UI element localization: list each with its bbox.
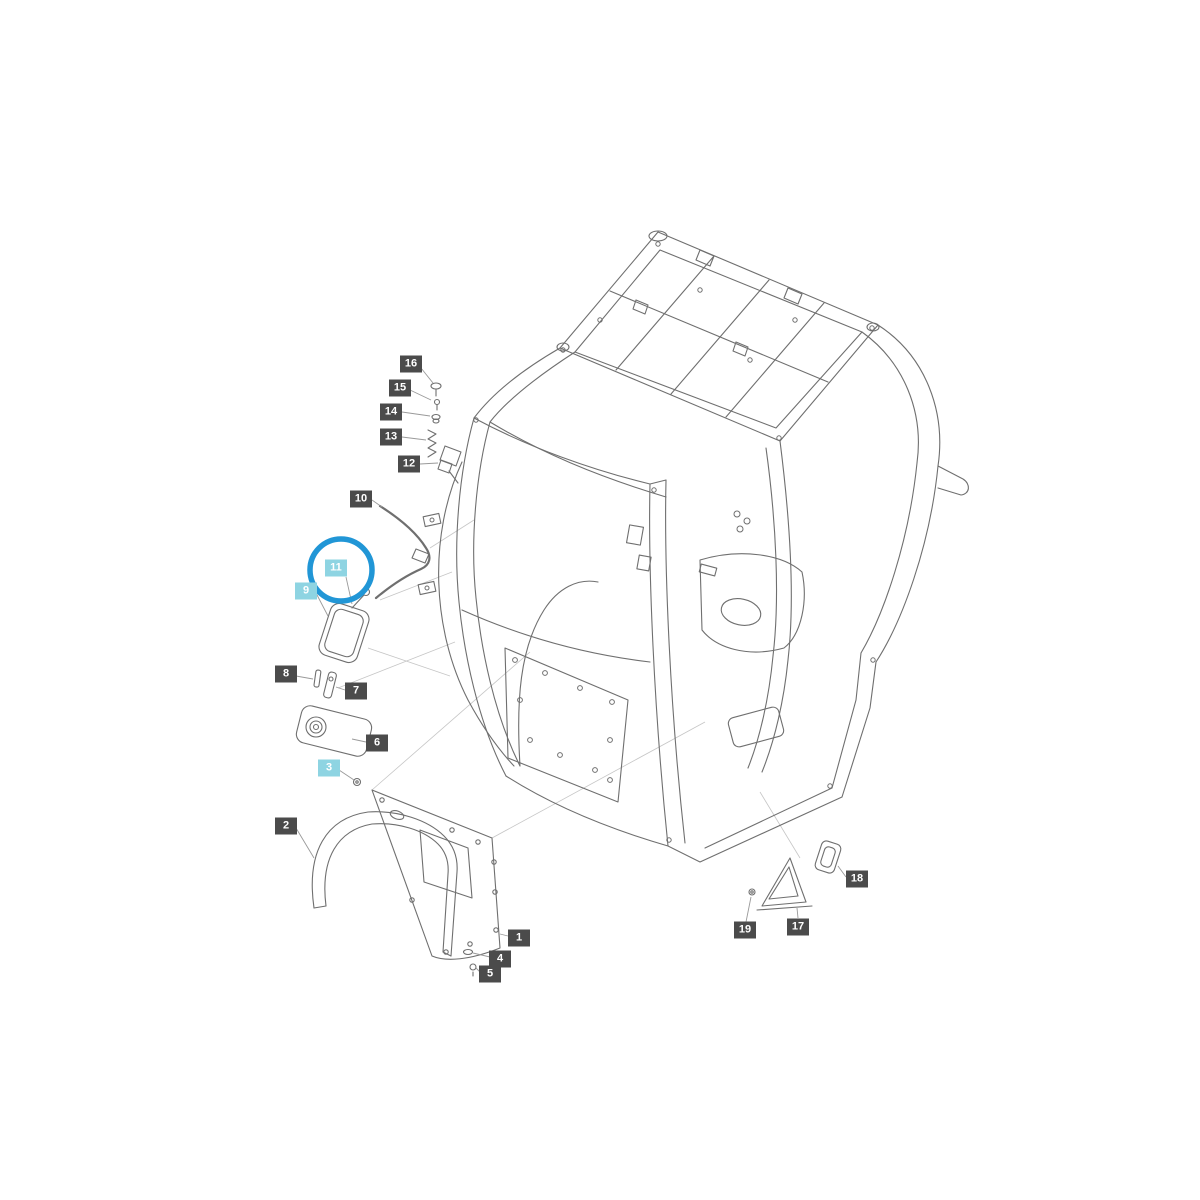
part-label-7[interactable]: 7 — [345, 682, 367, 700]
part-label-9[interactable]: 9 — [295, 582, 317, 600]
part-label-14[interactable]: 14 — [380, 403, 402, 421]
construction-lines — [337, 519, 801, 859]
part-label-3[interactable]: 3 — [318, 759, 340, 777]
part-label-16[interactable]: 16 — [400, 355, 422, 373]
bolt-holes — [424, 241, 876, 843]
cab-frame — [417, 230, 969, 863]
part-label-18[interactable]: 18 — [846, 870, 868, 888]
leader-lines — [295, 367, 847, 973]
mirror-arm — [374, 504, 431, 600]
part-label-10[interactable]: 10 — [350, 490, 372, 508]
part-label-6[interactable]: 6 — [366, 734, 388, 752]
part-label-17[interactable]: 17 — [787, 918, 809, 936]
part-label-8[interactable]: 8 — [275, 665, 297, 683]
part-label-12[interactable]: 12 — [398, 455, 420, 473]
part-label-5[interactable]: 5 — [479, 965, 501, 983]
part-label-4[interactable]: 4 — [489, 950, 511, 968]
part-label-19[interactable]: 19 — [734, 921, 756, 939]
small-parts — [295, 382, 842, 977]
highlight-circle — [307, 536, 375, 604]
part-label-11[interactable]: 11 — [325, 559, 347, 577]
part-label-1[interactable]: 1 — [508, 929, 530, 947]
part-label-2[interactable]: 2 — [275, 817, 297, 835]
part-label-15[interactable]: 15 — [389, 379, 411, 397]
part-label-13[interactable]: 13 — [380, 428, 402, 446]
